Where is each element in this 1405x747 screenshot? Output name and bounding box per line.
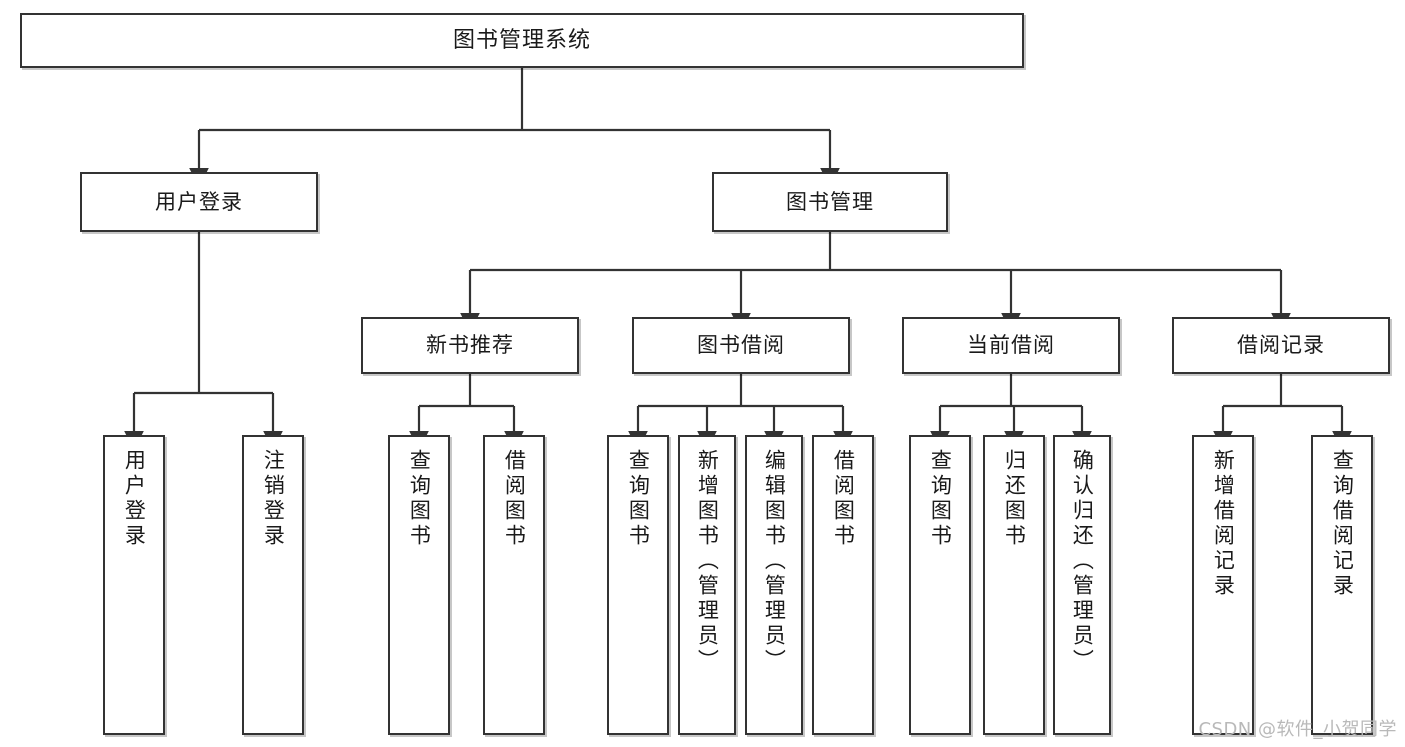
node-label: 编辑图书（管理员） <box>762 449 787 674</box>
node-label: 新增图书（管理员） <box>695 449 720 674</box>
node-leaf-user-login[interactable]: 用户登录 <box>103 435 165 735</box>
edge-paths <box>124 68 1352 451</box>
node-label: 借阅记录 <box>1237 333 1325 358</box>
node-book-borrowing[interactable]: 图书借阅 <box>632 317 850 374</box>
node-leaf-edit-book[interactable]: 编辑图书（管理员） <box>745 435 803 735</box>
node-label: 图书借阅 <box>697 333 785 358</box>
node-label: 注销登录 <box>261 449 286 549</box>
node-leaf-borrow-book-1[interactable]: 借阅图书 <box>483 435 545 735</box>
node-user-login[interactable]: 用户登录 <box>80 172 318 232</box>
node-leaf-add-book[interactable]: 新增图书（管理员） <box>678 435 736 735</box>
watermark: CSDN @软件_小贺同学 <box>1198 719 1397 740</box>
node-label: 借阅图书 <box>831 449 856 549</box>
node-label: 查询图书 <box>626 449 651 549</box>
node-leaf-query-borrow-record[interactable]: 查询借阅记录 <box>1311 435 1373 735</box>
node-leaf-query-book-3[interactable]: 查询图书 <box>909 435 971 735</box>
node-label: 归还图书 <box>1002 449 1027 549</box>
node-root-system[interactable]: 图书管理系统 <box>20 13 1024 68</box>
node-leaf-return-book[interactable]: 归还图书 <box>983 435 1045 735</box>
node-label: 查询图书 <box>928 449 953 549</box>
node-label: 新增借阅记录 <box>1211 449 1236 599</box>
node-label: 查询借阅记录 <box>1330 449 1355 599</box>
node-label: 查询图书 <box>407 449 432 549</box>
node-label: 当前借阅 <box>967 333 1055 358</box>
node-label: 用户登录 <box>122 449 147 549</box>
node-leaf-query-book-1[interactable]: 查询图书 <box>388 435 450 735</box>
node-leaf-borrow-book-2[interactable]: 借阅图书 <box>812 435 874 735</box>
node-borrowing-records[interactable]: 借阅记录 <box>1172 317 1390 374</box>
node-label: 图书管理 <box>786 189 874 214</box>
node-leaf-confirm-return[interactable]: 确认归还（管理员） <box>1053 435 1111 735</box>
node-label: 借阅图书 <box>502 449 527 549</box>
node-leaf-add-borrow-record[interactable]: 新增借阅记录 <box>1192 435 1254 735</box>
node-leaf-logout[interactable]: 注销登录 <box>242 435 304 735</box>
node-leaf-query-book-2[interactable]: 查询图书 <box>607 435 669 735</box>
node-label: 用户登录 <box>155 189 243 214</box>
node-book-management[interactable]: 图书管理 <box>712 172 948 232</box>
node-label: 图书管理系统 <box>452 27 591 53</box>
node-current-borrowing[interactable]: 当前借阅 <box>902 317 1120 374</box>
node-new-book-recommendation[interactable]: 新书推荐 <box>361 317 579 374</box>
node-label: 新书推荐 <box>426 333 514 358</box>
node-label: 确认归还（管理员） <box>1070 449 1095 674</box>
